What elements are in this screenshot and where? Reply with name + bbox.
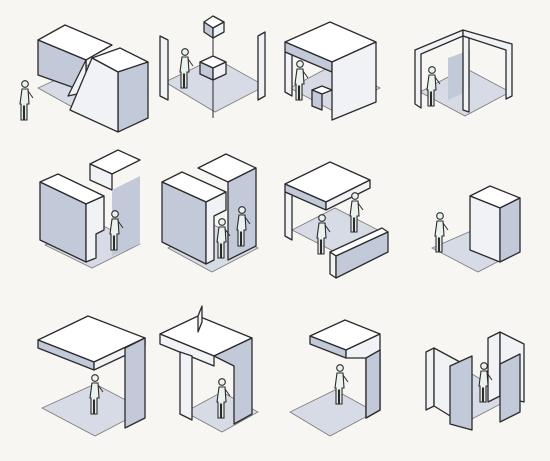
frame-corner [414, 29, 513, 117]
portal-block [39, 149, 141, 269]
folded-screens [425, 331, 525, 431]
sign-post-on-pad [159, 15, 266, 118]
canopy-with-low-wall [284, 161, 389, 279]
bent-roof-wall [289, 319, 381, 437]
two-slanted-blocks [19, 24, 149, 133]
cantilever-roof [37, 315, 146, 437]
double-portal-block [161, 153, 259, 273]
standing-slab [431, 185, 521, 273]
u-channel-roof [159, 305, 259, 433]
canopy-with-bench [284, 21, 381, 121]
